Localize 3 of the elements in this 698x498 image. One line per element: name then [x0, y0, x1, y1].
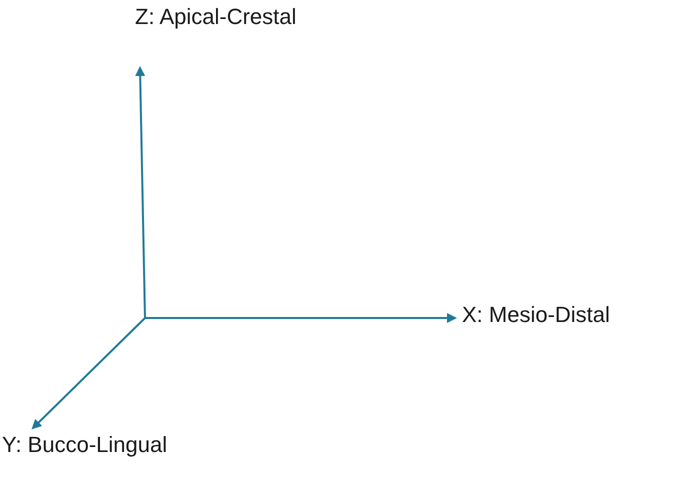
axis-label: Y: Bucco-Lingual [2, 434, 168, 456]
axis-label: Z: Apical-Crestal [135, 6, 296, 28]
axis-label: X: Mesio-Distal [462, 304, 610, 326]
